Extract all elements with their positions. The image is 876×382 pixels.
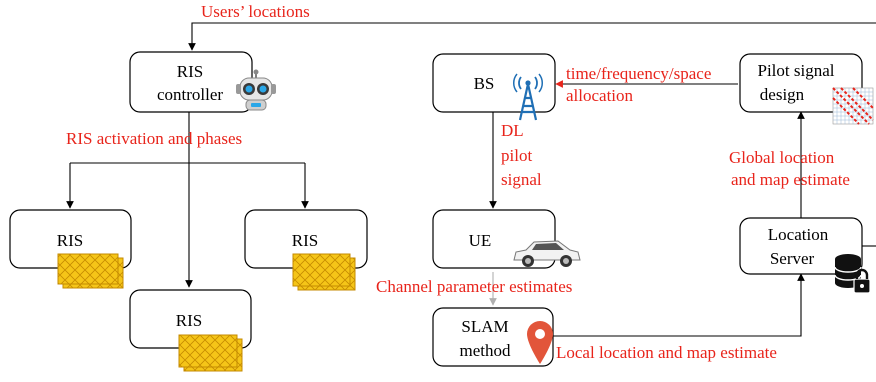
node-label-line1: SLAM [461, 317, 508, 336]
label-dl-pilot-line2: pilot [501, 146, 532, 165]
ris-panel-icon [292, 253, 356, 291]
edge-users-locations [188, 22, 876, 51]
antenna-tower-icon [513, 73, 543, 121]
edge-local-estimate [553, 273, 805, 337]
node-ris-bottom: RIS [129, 289, 252, 349]
node-label-line2: method [460, 341, 511, 360]
robot-icon [236, 69, 276, 111]
node-label-line2: controller [157, 85, 223, 104]
node-label-line2: Server [770, 249, 815, 268]
node-label-line2: design [760, 85, 805, 104]
node-location-server: Location Server [739, 217, 863, 275]
node-label-line1: RIS [177, 62, 203, 81]
matrix-icon [832, 87, 874, 125]
database-lock-icon [834, 254, 871, 294]
car-icon [513, 240, 581, 267]
label-channel-params: Channel parameter estimates [376, 277, 572, 296]
node-label: RIS [292, 231, 318, 250]
label-global-estimate-line2: and map estimate [731, 170, 850, 189]
label-dl-pilot-line3: signal [501, 170, 542, 189]
ris-panel-icon [57, 253, 124, 289]
node-pilot-design: Pilot signal design [739, 53, 863, 113]
node-label: RIS [57, 231, 83, 250]
node-label-line1: Pilot signal [758, 61, 835, 80]
label-dl-pilot-line1: DL [501, 121, 524, 140]
label-allocation-line1: time/frequency/space [566, 64, 711, 83]
node-ris-controller: RIS controller [129, 51, 253, 113]
node-slam: SLAM method [432, 307, 554, 367]
label-allocation-line2: allocation [566, 86, 634, 105]
label-local-estimate: Local location and map estimate [556, 343, 777, 362]
node-label: RIS [176, 311, 202, 330]
label-global-estimate-line1: Global location [729, 148, 835, 167]
label-users-locations: Users’ locations [201, 2, 310, 21]
location-pin-icon [527, 321, 553, 364]
edge-ris-activation [66, 112, 309, 288]
ris-panel-icon [178, 334, 243, 372]
label-ris-activation: RIS activation and phases [66, 129, 242, 148]
node-label: BS [474, 74, 495, 93]
node-label-line1: Location [768, 225, 829, 244]
node-label: UE [469, 231, 492, 250]
